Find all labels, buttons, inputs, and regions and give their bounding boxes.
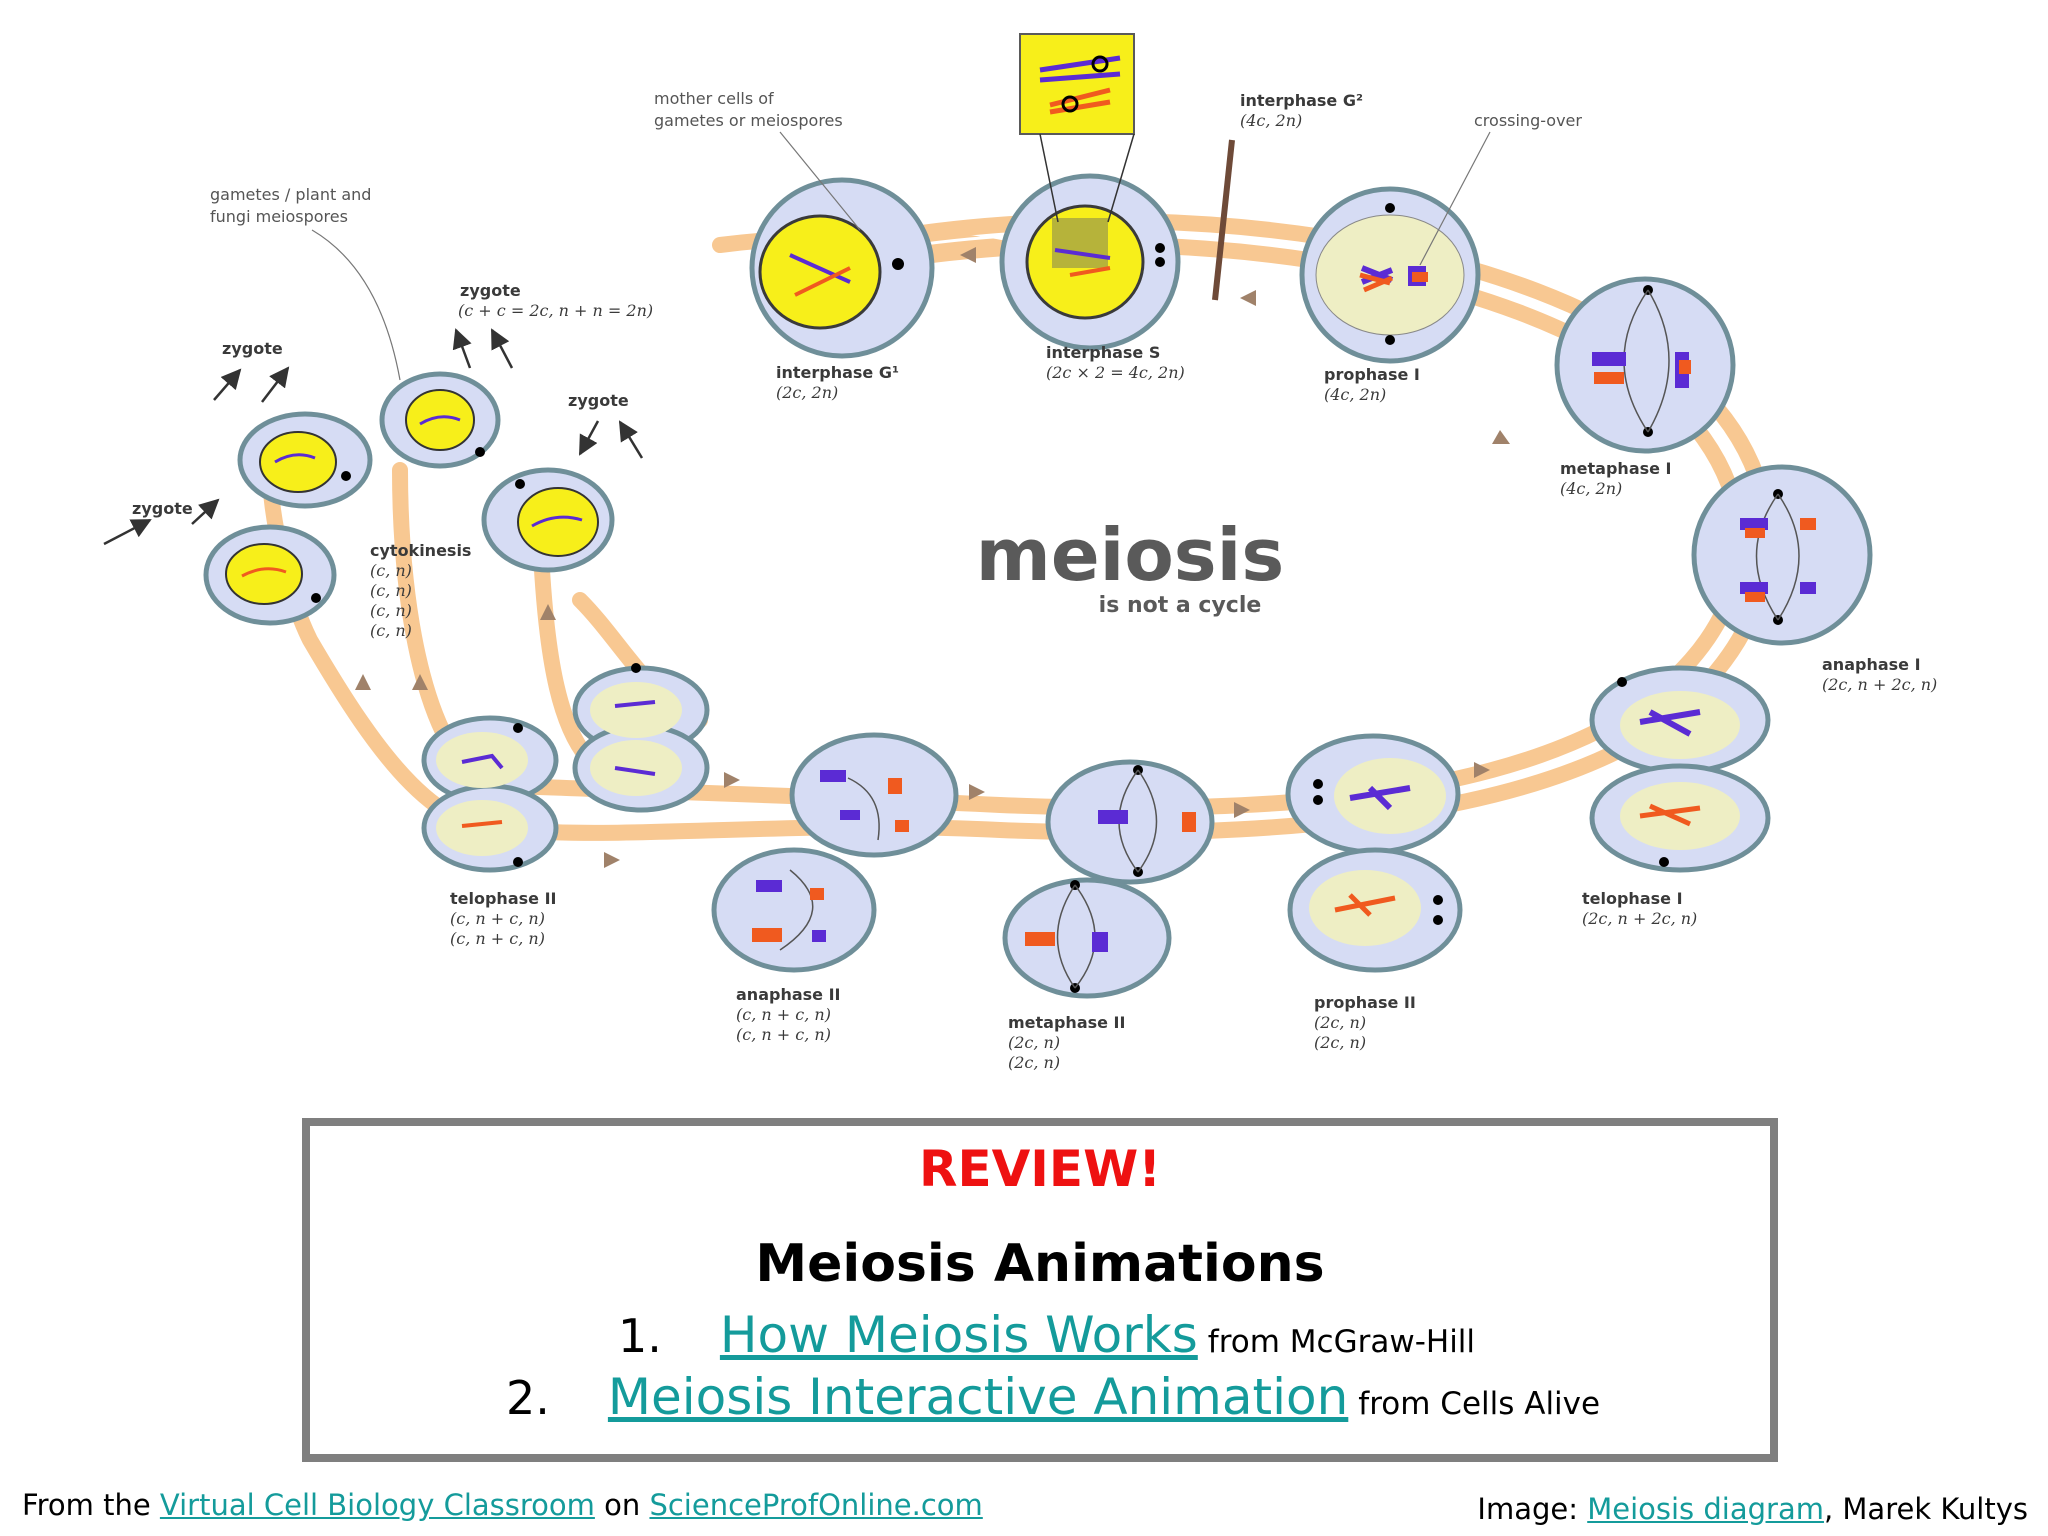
- cell-prophase-1: [1299, 186, 1481, 364]
- formula-cytokinesis-3: (c, n): [370, 601, 412, 620]
- g2-divider: [1212, 139, 1235, 301]
- gamete-4: [203, 524, 337, 626]
- formula-anaphase-2-b: (c, n + c, n): [736, 1025, 831, 1044]
- formula-cytokinesis-2: (c, n): [370, 581, 412, 600]
- cell-prophase-2-upper: [1285, 733, 1461, 855]
- formula-cytokinesis-4: (c, n): [370, 621, 412, 640]
- image-credit-prefix: Image:: [1477, 1492, 1578, 1526]
- formula-cytokinesis-1: (c, n): [370, 561, 412, 580]
- label-interphase-g2: interphase G²: [1240, 91, 1363, 110]
- cell-metaphase-1: [1554, 276, 1736, 454]
- animations-heading: Meiosis Animations: [755, 1234, 1325, 1294]
- gamete-2: [379, 371, 501, 469]
- cell-prophase-2-lower: [1287, 847, 1463, 973]
- diagram-subtitle: is not a cycle: [1099, 593, 1262, 618]
- label-interphase-s: interphase S: [1046, 343, 1160, 362]
- item-number: 2.: [506, 1371, 550, 1425]
- cell-anaphase-1: [1691, 464, 1873, 646]
- formula-prophase-2-b: (2c, n): [1314, 1033, 1366, 1052]
- cell-interphase-s: [999, 173, 1181, 351]
- link-meiosis-interactive-animation[interactable]: Meiosis Interactive Animation: [607, 1368, 1349, 1426]
- label-crossing-over: crossing-over: [1474, 111, 1582, 130]
- label-mother-cells-1: mother cells of: [654, 89, 774, 108]
- cell-telophase-2-upper: [572, 663, 710, 813]
- label-gametes-1: gametes / plant and: [210, 185, 371, 204]
- formula-metaphase-1: (4c, 2n): [1560, 479, 1622, 498]
- label-zygote-4: zygote: [132, 499, 193, 518]
- cell-metaphase-2-lower: [1002, 877, 1172, 999]
- formula-telophase-1: (2c, n + 2c, n): [1582, 909, 1697, 928]
- label-anaphase-2: anaphase II: [736, 985, 840, 1004]
- link-meiosis-diagram[interactable]: Meiosis diagram: [1587, 1492, 1824, 1526]
- review-box: REVIEW! Meiosis Animations 1. How Meiosis…: [302, 1118, 1778, 1462]
- link-scienceprofonline[interactable]: ScienceProfOnline.com: [649, 1488, 983, 1522]
- cell-telophase-2-lower: [421, 715, 559, 873]
- label-mother-cells-2: gametes or meiospores: [654, 111, 843, 130]
- label-metaphase-1: metaphase I: [1560, 459, 1672, 478]
- label-gametes-2: fungi meiospores: [210, 207, 348, 226]
- formula-anaphase-1: (2c, n + 2c, n): [1822, 675, 1937, 694]
- label-anaphase-1: anaphase I: [1822, 655, 1921, 674]
- label-prophase-2: prophase II: [1314, 993, 1416, 1012]
- cell-anaphase-2-lower: [711, 847, 877, 973]
- footer-credit: From the Virtual Cell Biology Classroom …: [22, 1488, 983, 1522]
- label-metaphase-2: metaphase II: [1008, 1013, 1125, 1032]
- formula-anaphase-2-a: (c, n + c, n): [736, 1005, 831, 1024]
- formula-zygote: (c + c = 2c, n + n = 2n): [458, 301, 653, 320]
- link-how-meiosis-works[interactable]: How Meiosis Works: [719, 1306, 1198, 1364]
- cell-interphase-g1: [749, 177, 935, 359]
- label-telophase-1: telophase I: [1582, 889, 1683, 908]
- gamete-3: [481, 467, 615, 573]
- formula-telophase-2-b: (c, n + c, n): [450, 929, 545, 948]
- formula-interphase-g1: (2c, 2n): [776, 383, 838, 402]
- image-credit: Image: Meiosis diagram, Marek Kultys: [1477, 1492, 2028, 1526]
- label-cytokinesis: cytokinesis: [370, 541, 471, 560]
- link-virtual-cell-biology-classroom[interactable]: Virtual Cell Biology Classroom: [159, 1488, 595, 1522]
- footer-mid: on: [604, 1488, 641, 1522]
- footer-prefix: From the: [22, 1488, 151, 1522]
- meiosis-diagram: meiosis is not a cycle: [103, 33, 1937, 1072]
- formula-interphase-g2: (4c, 2n): [1240, 111, 1302, 130]
- review-title: REVIEW!: [918, 1140, 1162, 1198]
- label-zygote-1: zygote: [222, 339, 283, 358]
- image-credit-author: , Marek Kultys: [1823, 1492, 2028, 1526]
- cell-anaphase-2-upper: [789, 732, 959, 858]
- gamete-1: [237, 411, 373, 509]
- label-prophase-1: prophase I: [1324, 365, 1420, 384]
- formula-metaphase-2-a: (2c, n): [1008, 1033, 1060, 1052]
- cell-telophase-1: [1589, 665, 1771, 873]
- zoom-inset: [1019, 33, 1135, 223]
- formula-prophase-1: (4c, 2n): [1324, 385, 1386, 404]
- item-source: from Cells Alive: [1358, 1386, 1601, 1422]
- formula-prophase-2-a: (2c, n): [1314, 1013, 1366, 1032]
- formula-interphase-s: (2c × 2 = 4c, 2n): [1046, 363, 1185, 382]
- label-zygote-2: zygote: [460, 281, 521, 300]
- label-zygote-3: zygote: [568, 391, 629, 410]
- item-source: from McGraw-Hill: [1207, 1324, 1476, 1360]
- label-telophase-2: telophase II: [450, 889, 556, 908]
- item-number: 1.: [618, 1309, 662, 1363]
- diagram-title: meiosis: [976, 513, 1284, 597]
- zygote-arrows: [103, 328, 644, 546]
- cell-metaphase-2-upper: [1045, 759, 1215, 885]
- formula-metaphase-2-b: (2c, n): [1008, 1053, 1060, 1072]
- formula-telophase-2-a: (c, n + c, n): [450, 909, 545, 928]
- label-interphase-g1: interphase G¹: [776, 363, 899, 382]
